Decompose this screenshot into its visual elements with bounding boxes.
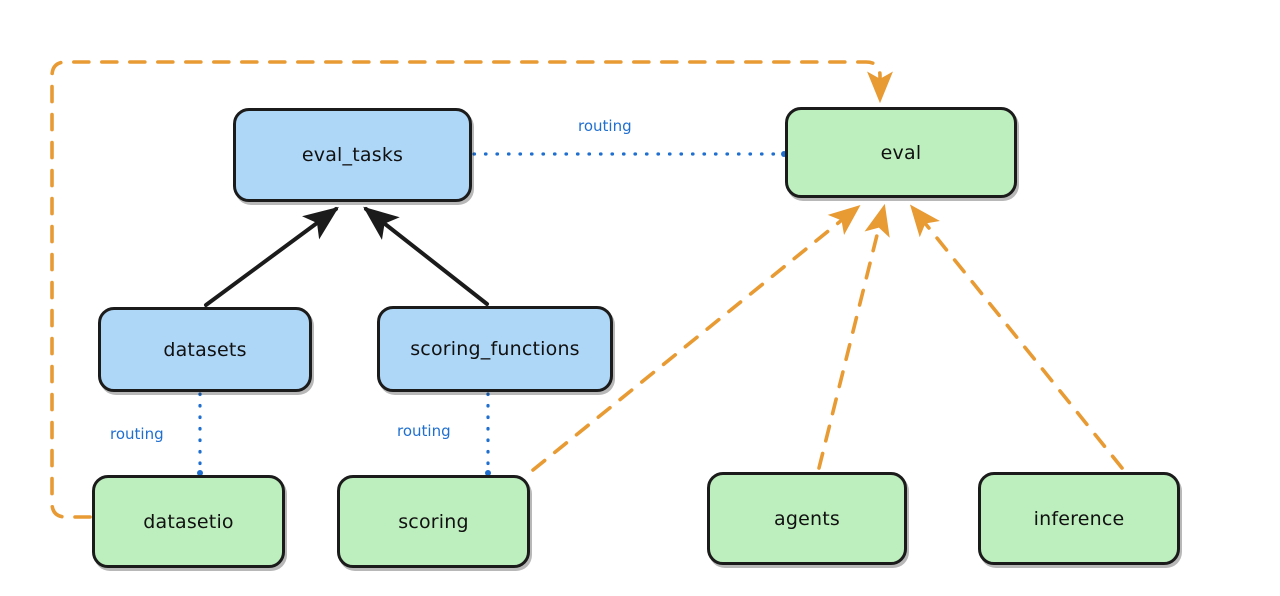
node-datasetio[interactable]: datasetio — [92, 475, 285, 568]
node-agents[interactable]: agents — [707, 472, 907, 565]
node-scoring-functions[interactable]: scoring_functions — [377, 306, 613, 392]
node-scoring[interactable]: scoring — [337, 475, 530, 568]
edge-endpoint-dot — [197, 470, 203, 476]
node-datasets[interactable]: datasets — [98, 307, 312, 392]
node-eval-tasks[interactable]: eval_tasks — [233, 108, 472, 202]
edge-scoring-functions-to-eval-tasks — [363, 206, 489, 306]
edge-endpoint-dot — [485, 470, 491, 476]
node-label: scoring — [398, 510, 469, 533]
edge-scoring-to-eval — [531, 204, 861, 472]
node-label: datasetio — [143, 510, 234, 533]
node-label: agents — [774, 507, 840, 530]
edge-inference-to-eval — [909, 204, 1124, 470]
edge-datasets-to-eval-tasks — [204, 206, 339, 307]
node-label: inference — [1033, 507, 1125, 530]
node-label: datasets — [163, 338, 247, 361]
edge-label-routing-datasets-datasetio: routing — [110, 425, 164, 443]
edge-label-routing-eval-tasks-eval: routing — [578, 117, 632, 135]
edge-datasetio-to-eval — [50, 60, 893, 519]
node-eval[interactable]: eval — [785, 107, 1017, 198]
node-label: scoring_functions — [410, 338, 580, 360]
edge-label-routing-scoring-functions-scoring: routing — [397, 422, 451, 440]
node-inference[interactable]: inference — [978, 472, 1180, 565]
edge-agents-to-eval — [817, 203, 890, 470]
node-label: eval_tasks — [301, 144, 404, 166]
node-label: eval — [880, 141, 922, 164]
